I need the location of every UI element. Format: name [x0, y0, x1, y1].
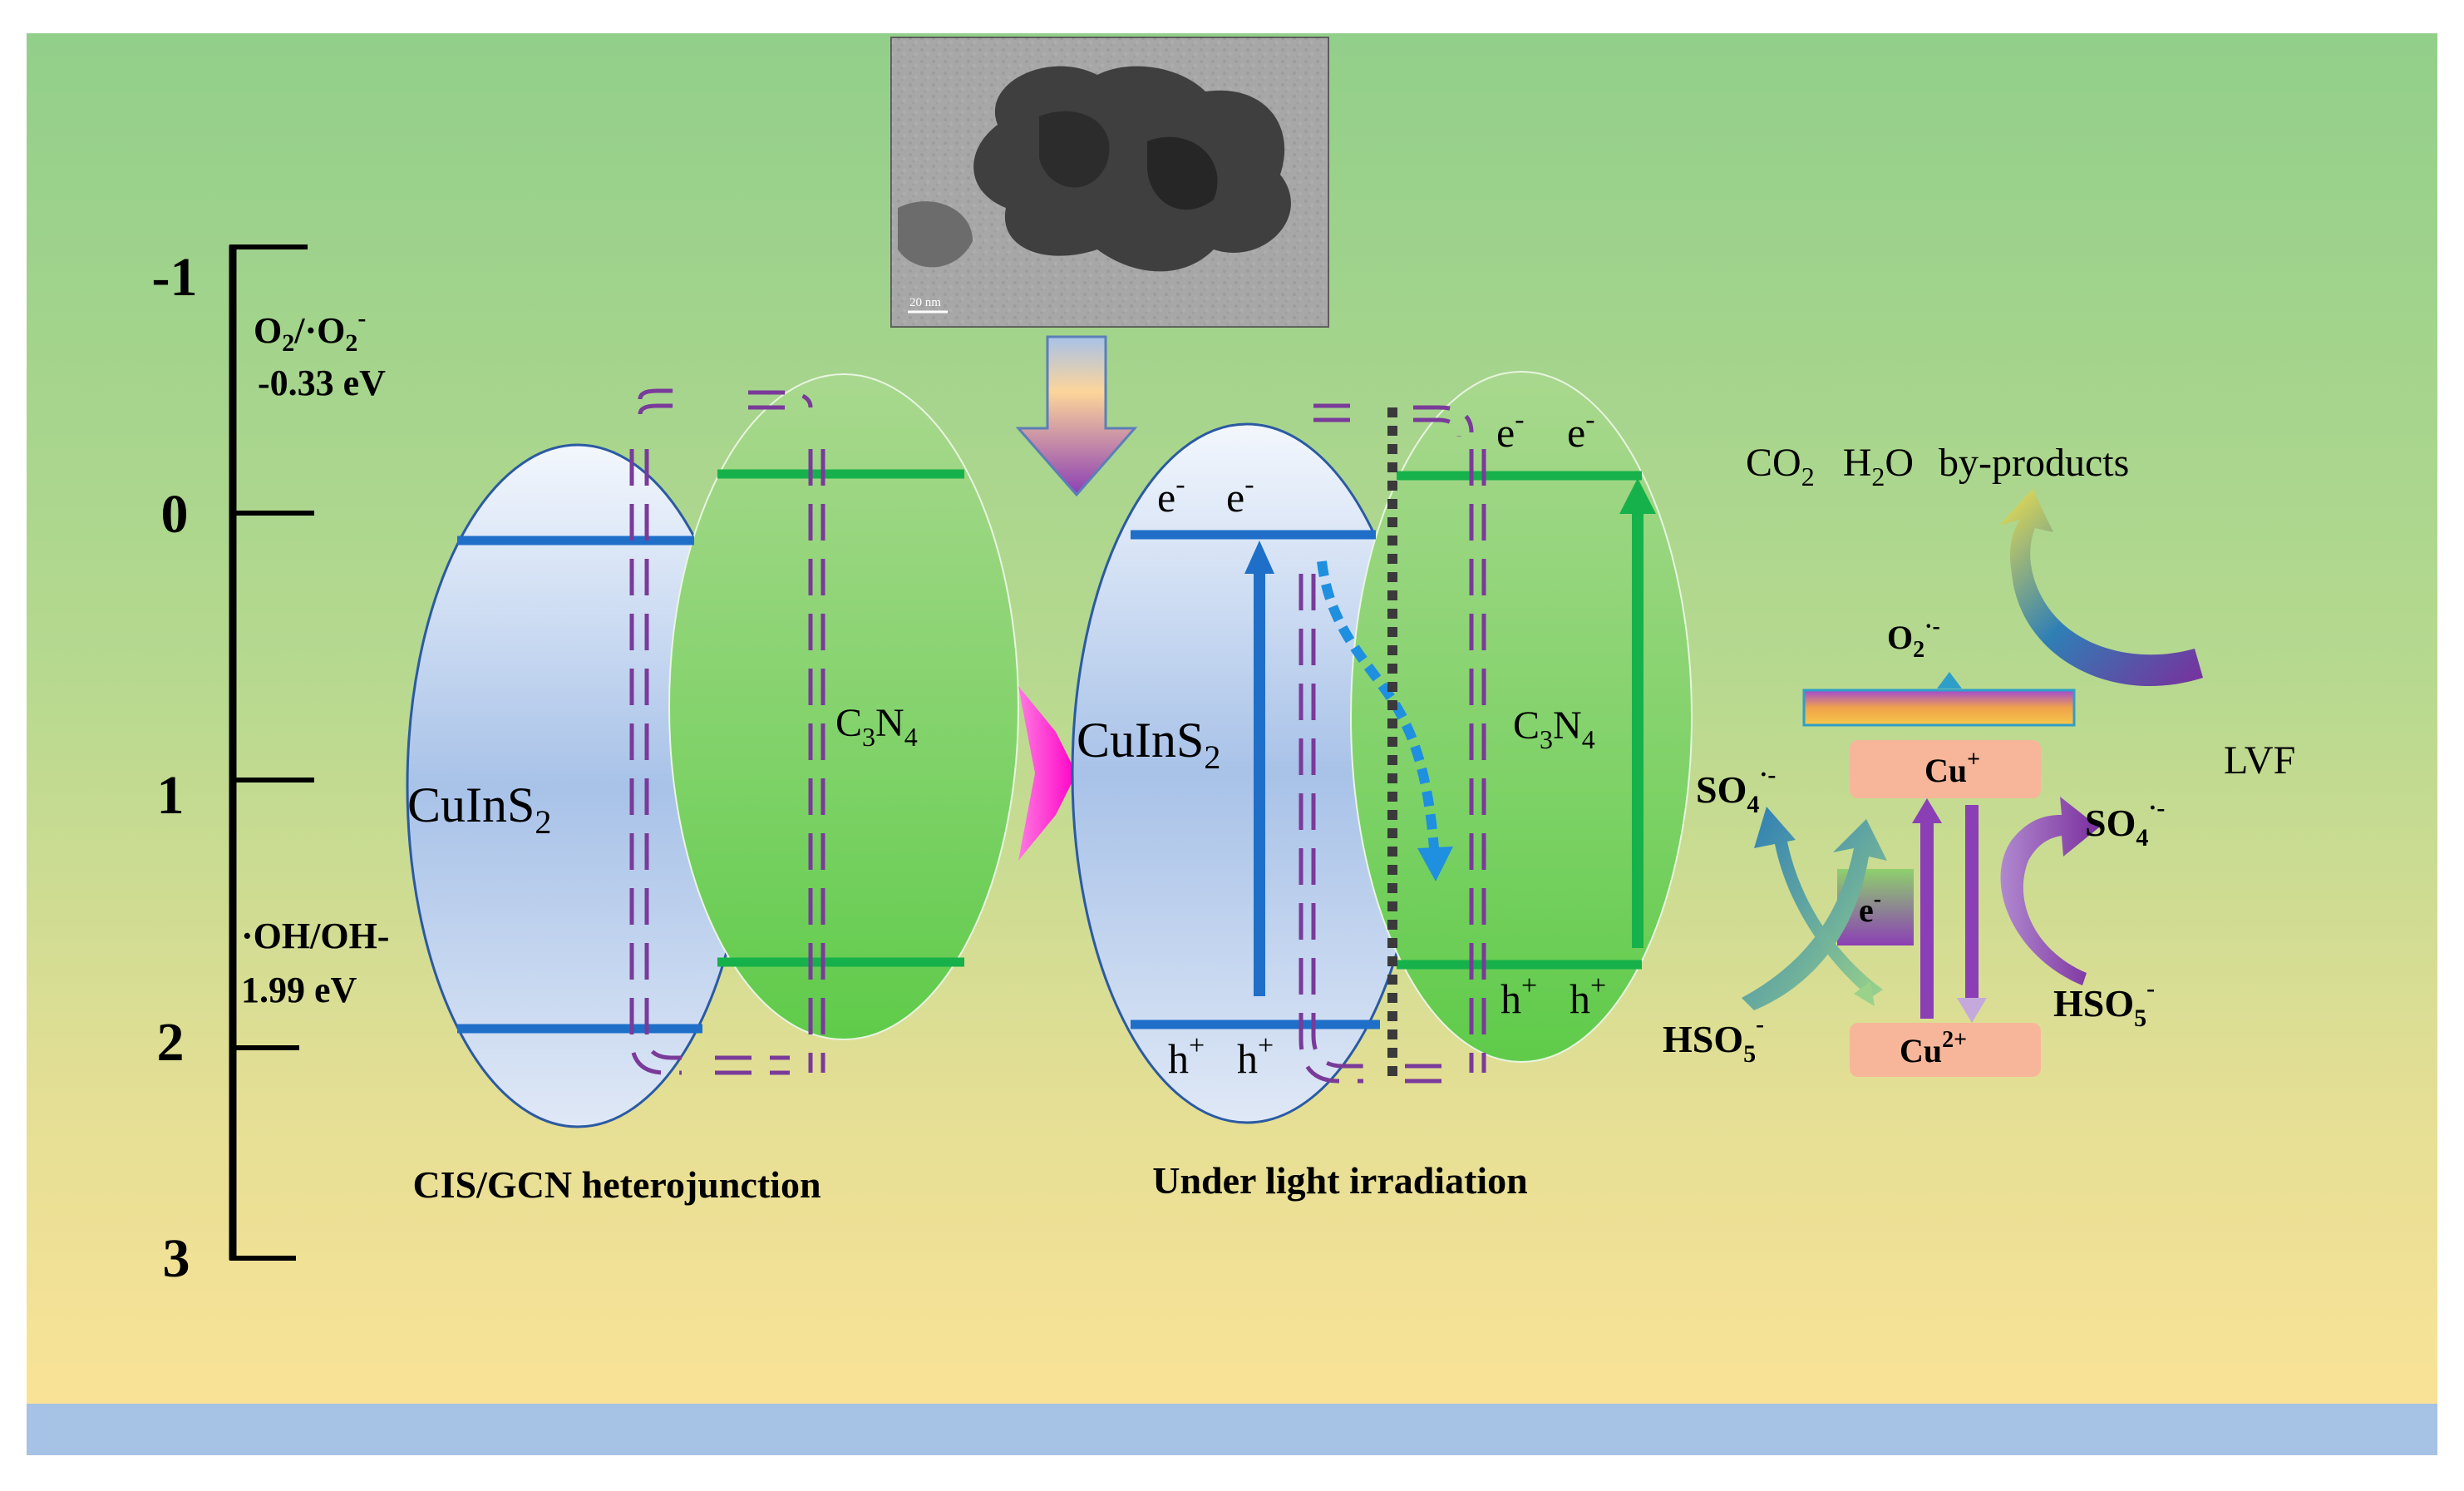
left-heterojunction: CuInS2 C3N4 CIS/GCN heterojunction	[406, 373, 1019, 1206]
left-crossing-arrow-a	[1742, 819, 1887, 1010]
cn-ellipse	[668, 373, 1019, 1040]
cu-plus-box	[1850, 740, 2041, 798]
cis-electron: e-	[1226, 469, 1254, 521]
products-arrow	[1999, 489, 2203, 687]
so4-label-left: SO4·-	[1696, 761, 1776, 818]
cis-hole: h+	[1168, 1030, 1205, 1082]
o2-redox-value: -0.33 eV	[258, 363, 386, 403]
axis-tick-label: 0	[161, 484, 189, 545]
interface-dashes-right	[1299, 403, 1486, 1084]
axis-tick-label: 3	[163, 1228, 190, 1289]
tem-image: 20 nm	[890, 37, 1329, 328]
right-caption: Under light irradiation	[1152, 1159, 1528, 1202]
cis-hole: h+	[1237, 1030, 1274, 1082]
energy-axis: -1 0 1 2 3	[152, 244, 314, 1289]
o2-redox-label: O2/·O2-	[254, 304, 366, 357]
cis-label-right: CuInS2	[1077, 713, 1220, 776]
left-caption: CIS/GCN heterojunction	[412, 1163, 821, 1206]
cis-label-left: CuInS2	[407, 778, 551, 841]
bottom-band	[27, 1404, 2437, 1455]
cn-label-left: C3N4	[835, 701, 918, 752]
cu-plus-label: Cu+	[1924, 747, 1980, 789]
pink-arrow	[1018, 686, 1077, 861]
tem-scale-label: 20 nm	[909, 296, 941, 309]
axis-tick-label: -1	[152, 247, 198, 308]
electron-box-label: e-	[1859, 886, 1881, 929]
cn-electron: e-	[1567, 404, 1595, 456]
oh-redox-value: 1.99 eV	[241, 970, 357, 1010]
cu-2plus-box	[1850, 1023, 2041, 1077]
cn-ellipse-right	[1350, 371, 1693, 1063]
cn-hole: h+	[1570, 970, 1606, 1022]
right-arc-arrow	[2000, 797, 2099, 985]
cn-label-right: C3N4	[1513, 704, 1595, 754]
lvf-label: LVF	[2224, 738, 2295, 783]
superoxide-label: O2·-	[1887, 614, 1940, 663]
cu-2plus-label: Cu2+	[1900, 1027, 1967, 1069]
down-arrow	[1015, 335, 1138, 497]
right-heterojunction: CuInS2 C3N4 e- e- e- e- h+ h+ h+ h+ Unde…	[1071, 371, 1693, 1202]
so4-label-right: SO4·-	[2085, 794, 2165, 852]
left-crossing-arrow-b	[1754, 807, 1883, 998]
cis-electron: e-	[1157, 469, 1185, 521]
oh-redox-label: ·OH/OH-	[241, 916, 389, 956]
cn-hole: h+	[1501, 970, 1537, 1022]
axis-tick-label: 2	[157, 1012, 185, 1073]
axis-tick-label: 1	[157, 765, 185, 826]
hso5-label-right: HSO5-	[2053, 975, 2155, 1032]
catalyst-bar	[1802, 689, 2076, 727]
hso5-label-left: HSO5-	[1663, 1010, 1764, 1068]
cn-electron: e-	[1496, 404, 1525, 456]
interface-dashes	[629, 388, 825, 1075]
